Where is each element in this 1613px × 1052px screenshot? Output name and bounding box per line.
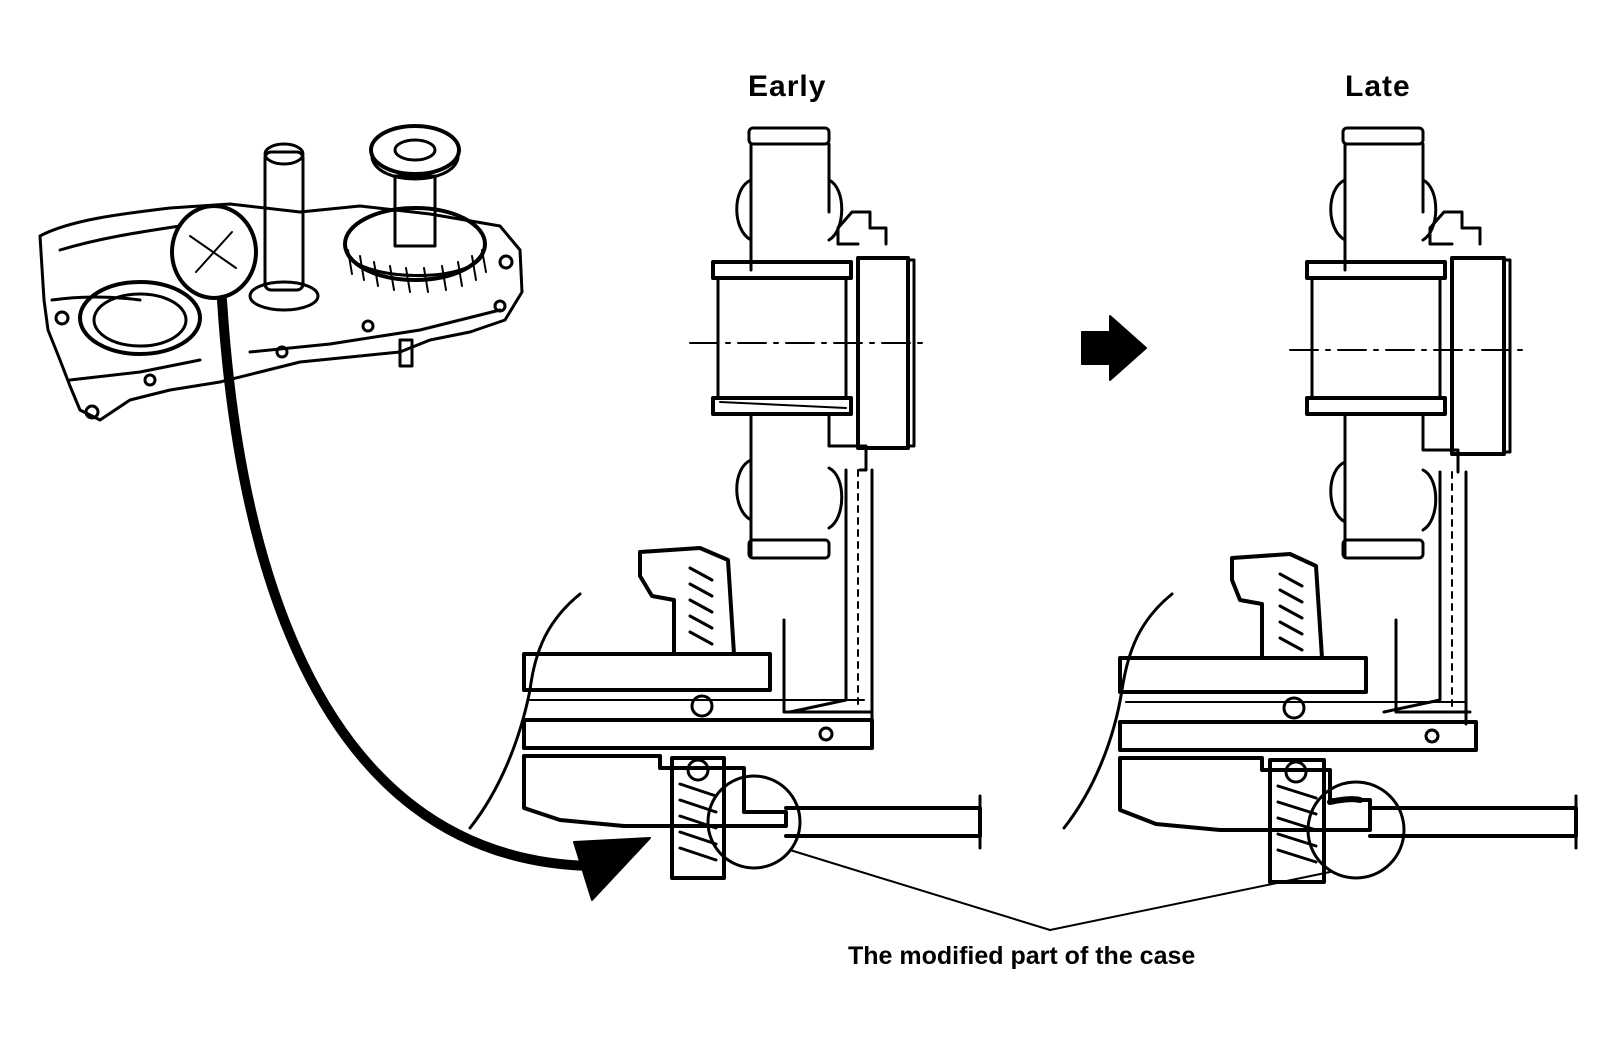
leader-line-early [790, 850, 1050, 930]
early-modified-area-circle [708, 776, 800, 868]
selector-shaft [265, 152, 303, 290]
case-flange-outline [40, 204, 522, 420]
pointer-arrow [222, 300, 650, 900]
late-fork-tip [1430, 212, 1480, 244]
early-shaft-lower [751, 414, 866, 556]
late-shaft-groove [1331, 462, 1345, 522]
early-shaft-groove [737, 460, 751, 520]
early-shaft-groove [829, 180, 842, 240]
bolt-hole [56, 312, 68, 324]
flange-detail-line [52, 297, 140, 300]
early-gear-band-top [713, 262, 851, 278]
early-synchro-hub [858, 258, 908, 448]
late-case-lower [1120, 758, 1370, 830]
late-detent-bore-lower [1270, 760, 1324, 882]
late-rail-pin [1426, 730, 1438, 742]
bearing-bore-inner [94, 294, 186, 346]
late-gear-band-top [1307, 262, 1445, 278]
transmission-case-overview [40, 126, 522, 420]
bolt-hole [86, 406, 98, 418]
early-label: Early [748, 70, 827, 103]
late-shaft-groove [1423, 180, 1436, 240]
late-hub-edge [1504, 260, 1510, 452]
early-case-lower [524, 756, 786, 826]
case-stud [400, 340, 412, 366]
flange-detail-line [60, 226, 180, 250]
early-shaft-upper [751, 144, 829, 270]
late-shift-rod [1384, 472, 1466, 724]
early-shaft-groove [737, 180, 751, 240]
late-rod-bracket [1396, 620, 1470, 712]
leader-line-late [1050, 872, 1330, 930]
late-rail-lower [1120, 722, 1476, 750]
late-modified-area-circle [1308, 782, 1404, 878]
late-detent-block-upper [1232, 554, 1322, 658]
bolt-hole [495, 301, 505, 311]
late-label: Late [1345, 70, 1411, 103]
early-output-rod [786, 808, 980, 836]
late-modified-wall [1330, 799, 1360, 802]
gear-knob [371, 126, 459, 174]
gear-teeth [348, 250, 486, 292]
gear-knob-side [372, 158, 458, 179]
early-shaft-bottom-cap [749, 540, 829, 558]
late-rail-upper [1120, 658, 1366, 692]
gear-knob-center [395, 140, 435, 160]
drive-gear [345, 208, 485, 280]
caption-leader-lines [790, 850, 1330, 930]
late-shaft-lower [1345, 414, 1458, 556]
flange-detail-line [250, 310, 500, 352]
flange-detail-line [70, 360, 200, 380]
bolt-hole [500, 256, 512, 268]
early-detent-block-upper [640, 548, 734, 654]
detent-cover [172, 206, 256, 298]
shaft-base [250, 282, 318, 310]
early-hub-edge [908, 260, 914, 446]
early-shift-rod [790, 470, 872, 720]
early-to-late-arrow [1082, 316, 1146, 380]
bolt-hole [145, 375, 155, 385]
cover-detail [190, 232, 236, 272]
early-gear-body [718, 278, 846, 398]
late-detent-spring-lower [1278, 786, 1316, 862]
late-shaft-upper [1345, 144, 1423, 270]
bolt-hole [363, 321, 373, 331]
early-fork-tip [838, 212, 886, 244]
early-section-drawing [470, 128, 980, 878]
pointer-arrow-curve [222, 300, 592, 866]
early-gear-detail [720, 402, 846, 408]
late-shaft-groove [1331, 180, 1345, 240]
early-gear-band-bottom [713, 398, 851, 414]
late-detent-spring-upper [1280, 574, 1302, 650]
late-section-drawing [1064, 128, 1576, 882]
early-shaft-cap [749, 128, 829, 144]
late-shaft-cap [1343, 128, 1423, 144]
late-detent-ball-upper [1284, 698, 1304, 718]
early-detent-spring-upper [690, 568, 712, 644]
late-gear-band-bottom [1307, 398, 1445, 414]
bolt-hole [277, 347, 287, 357]
late-synchro-hub [1452, 258, 1504, 454]
late-detent-ball-lower [1286, 762, 1306, 782]
modified-part-caption: The modified part of the case [848, 942, 1196, 970]
early-detent-ball-lower [688, 760, 708, 780]
early-detent-spring-lower [680, 784, 716, 860]
gear-lower-edge [346, 250, 484, 276]
late-gear-body [1312, 278, 1440, 398]
early-detent-ball-upper [692, 696, 712, 716]
pointer-arrow-head [574, 838, 650, 900]
shaft-top [265, 144, 303, 164]
early-rail-lower [524, 720, 872, 748]
early-shaft-groove [829, 468, 842, 528]
early-detent-bore-lower [672, 758, 724, 878]
early-rod-bracket [784, 620, 870, 712]
early-rail-upper [524, 654, 770, 690]
late-shaft-groove [1423, 470, 1436, 530]
late-shaft-bottom-cap [1343, 540, 1423, 558]
early-rail-pin [820, 728, 832, 740]
bearing-bore [80, 282, 200, 354]
